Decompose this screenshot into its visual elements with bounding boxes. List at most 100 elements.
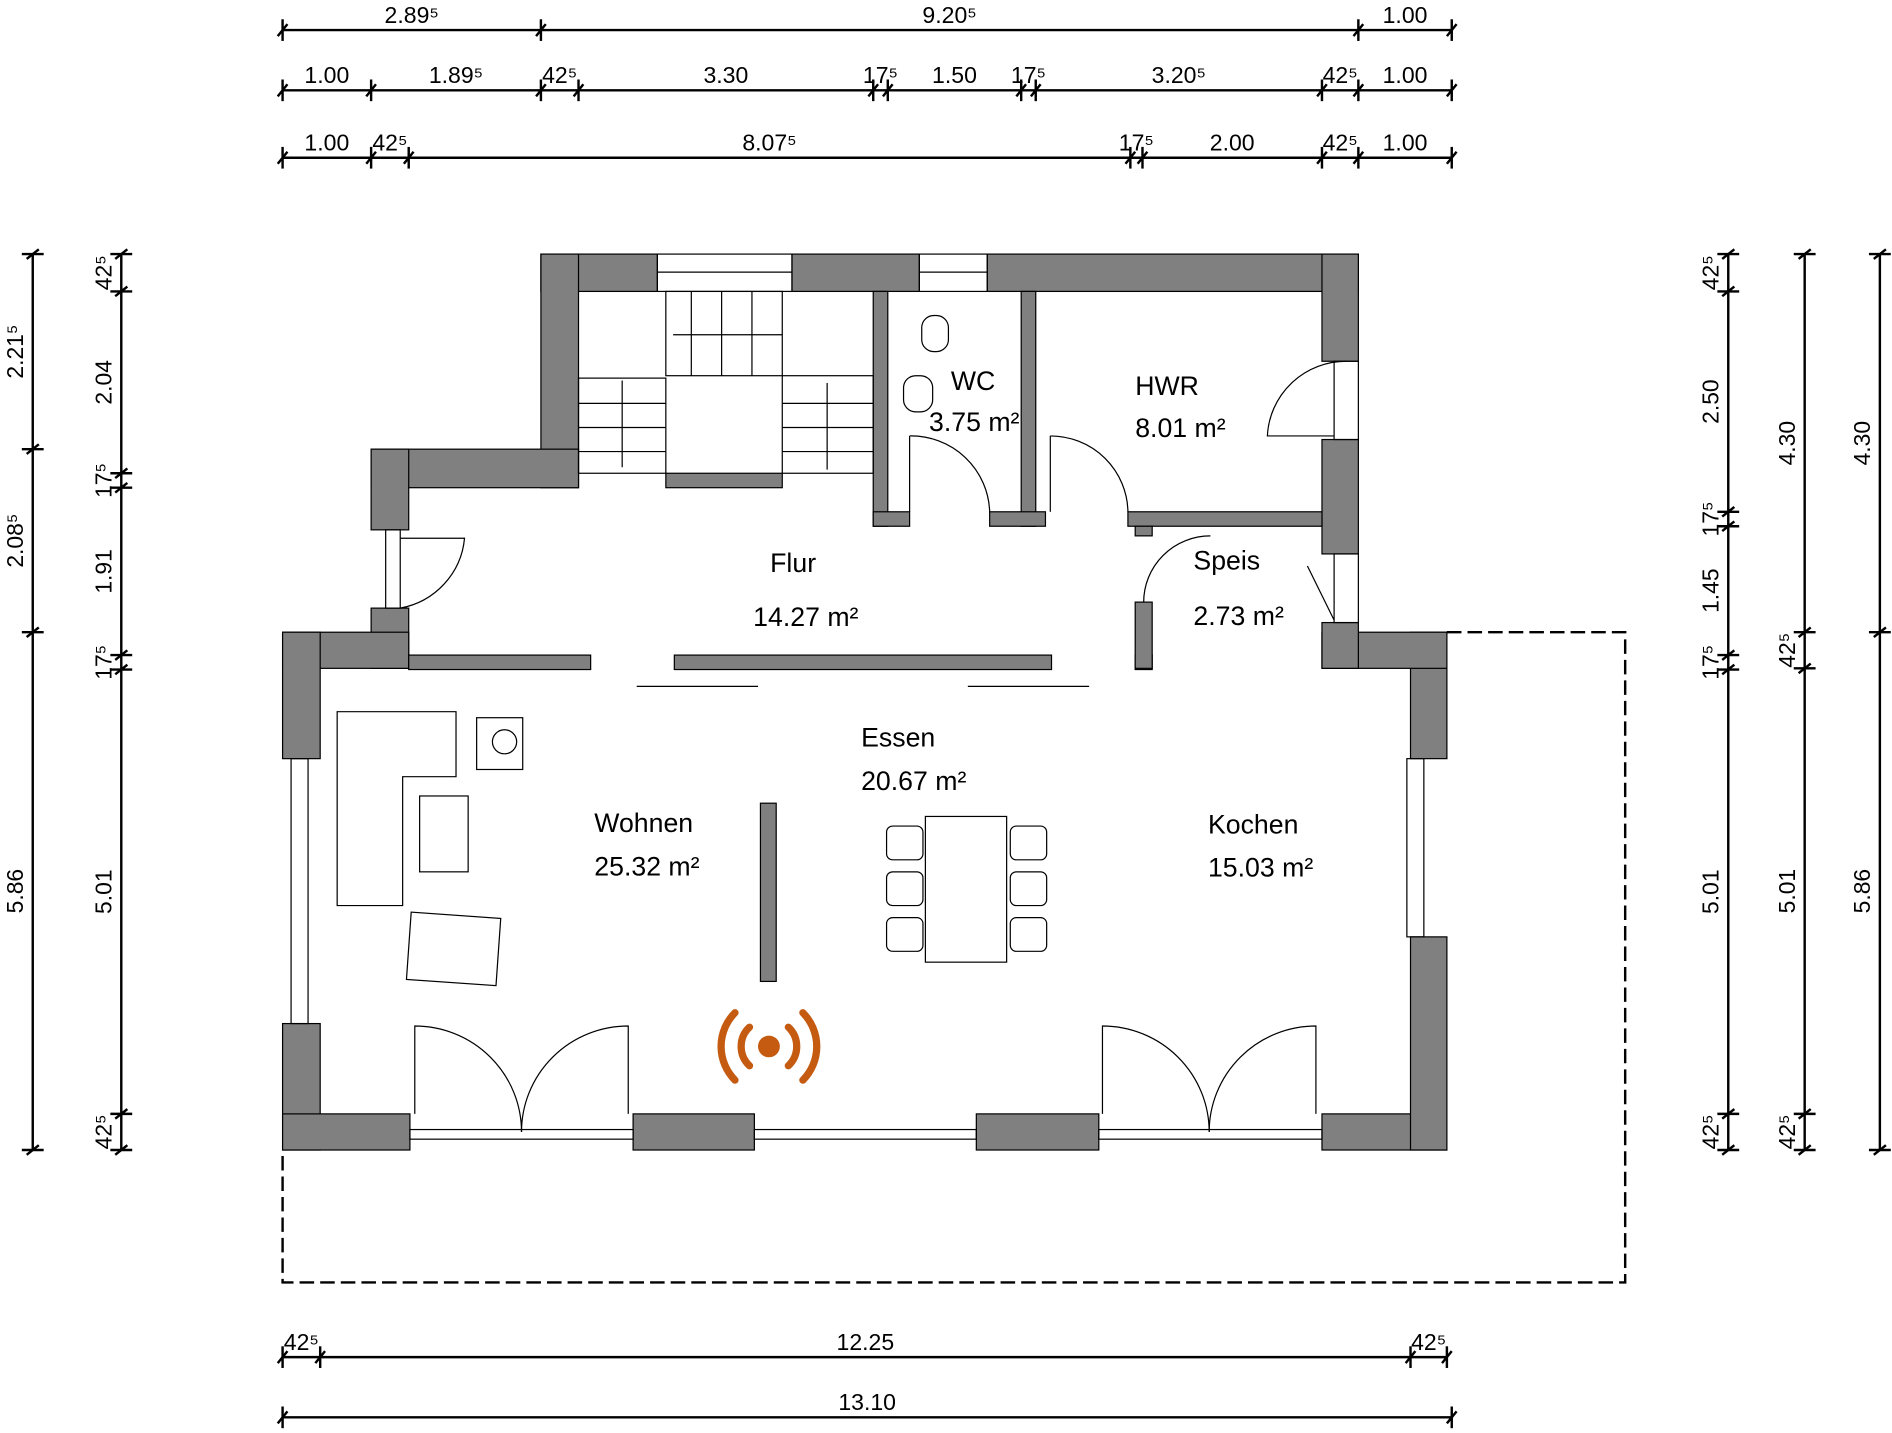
dimension-label: 42⁵ — [284, 1329, 319, 1355]
dimension-label: 17⁵ — [91, 463, 117, 498]
dimension-label: 17⁵ — [1011, 62, 1046, 88]
dimension-tick — [1316, 83, 1328, 98]
dimension-tick — [1721, 285, 1736, 298]
dimension-tick — [1352, 23, 1365, 37]
dimension-label: 1.00 — [304, 62, 349, 88]
room-essen-name: Essen — [861, 723, 935, 753]
windows-doors — [290, 253, 1425, 1140]
dimension-tick — [1721, 1108, 1736, 1120]
dimension-label: 2.08⁵ — [2, 514, 28, 568]
dimension-tick — [535, 23, 547, 37]
room-wohnen-name: Wohnen — [594, 808, 693, 838]
dimension-tick — [1873, 248, 1887, 260]
dimension-label: 1.00 — [304, 130, 349, 156]
dimension-label: 2.89⁵ — [385, 2, 439, 28]
dimension-label: 5.01 — [1697, 869, 1723, 914]
dimension-label: 42⁵ — [1323, 130, 1358, 156]
dimension-label: 5.01 — [91, 869, 117, 914]
dimension-tick — [276, 1350, 289, 1364]
dimension-tick — [1721, 506, 1736, 518]
dimension-label: 2.00 — [1210, 130, 1255, 156]
dimension-tick — [1136, 150, 1149, 165]
dimension-tick — [1873, 1144, 1887, 1156]
room-wohnen-area: 25.32 m² — [594, 852, 699, 882]
room-speis-name: Speis — [1193, 546, 1260, 576]
dimension-tick — [114, 481, 129, 494]
room-flur-name: Flur — [770, 548, 816, 578]
dimension-tick — [881, 83, 894, 98]
dimension-tick — [1873, 626, 1887, 638]
dimension-tick — [1441, 1350, 1453, 1364]
dimension-tick — [1797, 662, 1812, 675]
dimension-tick — [114, 1108, 129, 1120]
dimension-label: 1.91 — [91, 549, 117, 594]
dimension-tick — [25, 1144, 40, 1156]
dimension-tick — [276, 23, 289, 37]
dimension-tick — [1445, 150, 1458, 165]
dimension-label: 42⁵ — [91, 255, 117, 290]
dimension-label: 12.25 — [837, 1329, 895, 1355]
dimension-tick — [1015, 83, 1027, 98]
dimension-tick — [114, 649, 129, 661]
dimension-label: 42⁵ — [1323, 62, 1358, 88]
dimension-tick — [402, 150, 415, 165]
room-labels: WC 3.75 m² HWR 8.01 m² Flur 14.27 m² Spe… — [594, 366, 1313, 882]
dimension-tick — [1721, 649, 1736, 661]
dimension-label: 3.20⁵ — [1152, 62, 1206, 88]
dimension-label: 17⁵ — [91, 645, 117, 680]
dimension-label: 1.00 — [1383, 130, 1428, 156]
dimension-tick — [1797, 248, 1812, 260]
dimension-label: 42⁵ — [542, 62, 577, 88]
furniture — [336, 314, 1048, 987]
room-flur-area: 14.27 m² — [753, 602, 858, 632]
dimension-tick — [365, 83, 377, 98]
dimension-tick — [276, 150, 289, 165]
dimension-label: 42⁵ — [91, 1114, 117, 1149]
dimension-tick — [1797, 1144, 1812, 1156]
dimension-tick — [535, 83, 547, 98]
dimension-tick — [1404, 1350, 1417, 1364]
dimension-label: 1.50 — [932, 62, 977, 88]
dimension-tick — [25, 626, 40, 638]
wifi-router-icon — [717, 1009, 821, 1084]
dimension-tick — [114, 1144, 129, 1156]
dimension-tick — [114, 663, 129, 676]
dimension-tick — [1797, 626, 1812, 638]
dimension-label: 5.86 — [2, 869, 28, 914]
dimension-label: 4.30 — [1849, 421, 1875, 466]
room-wc-area: 3.75 m² — [929, 407, 1020, 437]
room-kochen-name: Kochen — [1208, 809, 1298, 839]
dimension-tick — [114, 285, 129, 298]
dimension-label: 2.04 — [91, 360, 117, 405]
dimension-label: 1.89⁵ — [429, 62, 483, 88]
dimension-tick — [25, 248, 40, 260]
room-hwr-name: HWR — [1135, 371, 1199, 401]
dimension-label: 42⁵ — [1697, 1114, 1723, 1149]
dimension-label: 5.01 — [1774, 869, 1800, 914]
dimension-tick — [1445, 23, 1458, 37]
dimension-label: 42⁵ — [1774, 1114, 1800, 1149]
dimension-label: 2.21⁵ — [2, 325, 28, 379]
dimension-label: 17⁵ — [1697, 502, 1723, 537]
dimension-tick — [572, 83, 585, 98]
dimension-label: 42⁵ — [1697, 255, 1723, 290]
dimension-tick — [276, 83, 289, 98]
dimension-tick — [314, 1350, 326, 1364]
dimension-tick — [1445, 83, 1458, 98]
dimension-label: 17⁵ — [863, 62, 898, 88]
dimension-label: 4.30 — [1774, 421, 1800, 466]
dimension-label: 2.50 — [1697, 379, 1723, 424]
room-kochen-area: 15.03 m² — [1208, 853, 1313, 883]
dimension-label: 1.00 — [1383, 62, 1428, 88]
dimension-tick — [1029, 83, 1042, 98]
dimension-tick — [1721, 248, 1736, 260]
dimension-label: 42⁵ — [372, 130, 407, 156]
dimension-tick — [114, 248, 129, 260]
dimension-label: 13.10 — [838, 1389, 896, 1415]
room-essen-area: 20.67 m² — [861, 766, 966, 796]
dimension-label: 42⁵ — [1774, 633, 1800, 668]
dimension-tick — [1316, 150, 1328, 165]
dimension-label: 1.45 — [1697, 568, 1723, 613]
